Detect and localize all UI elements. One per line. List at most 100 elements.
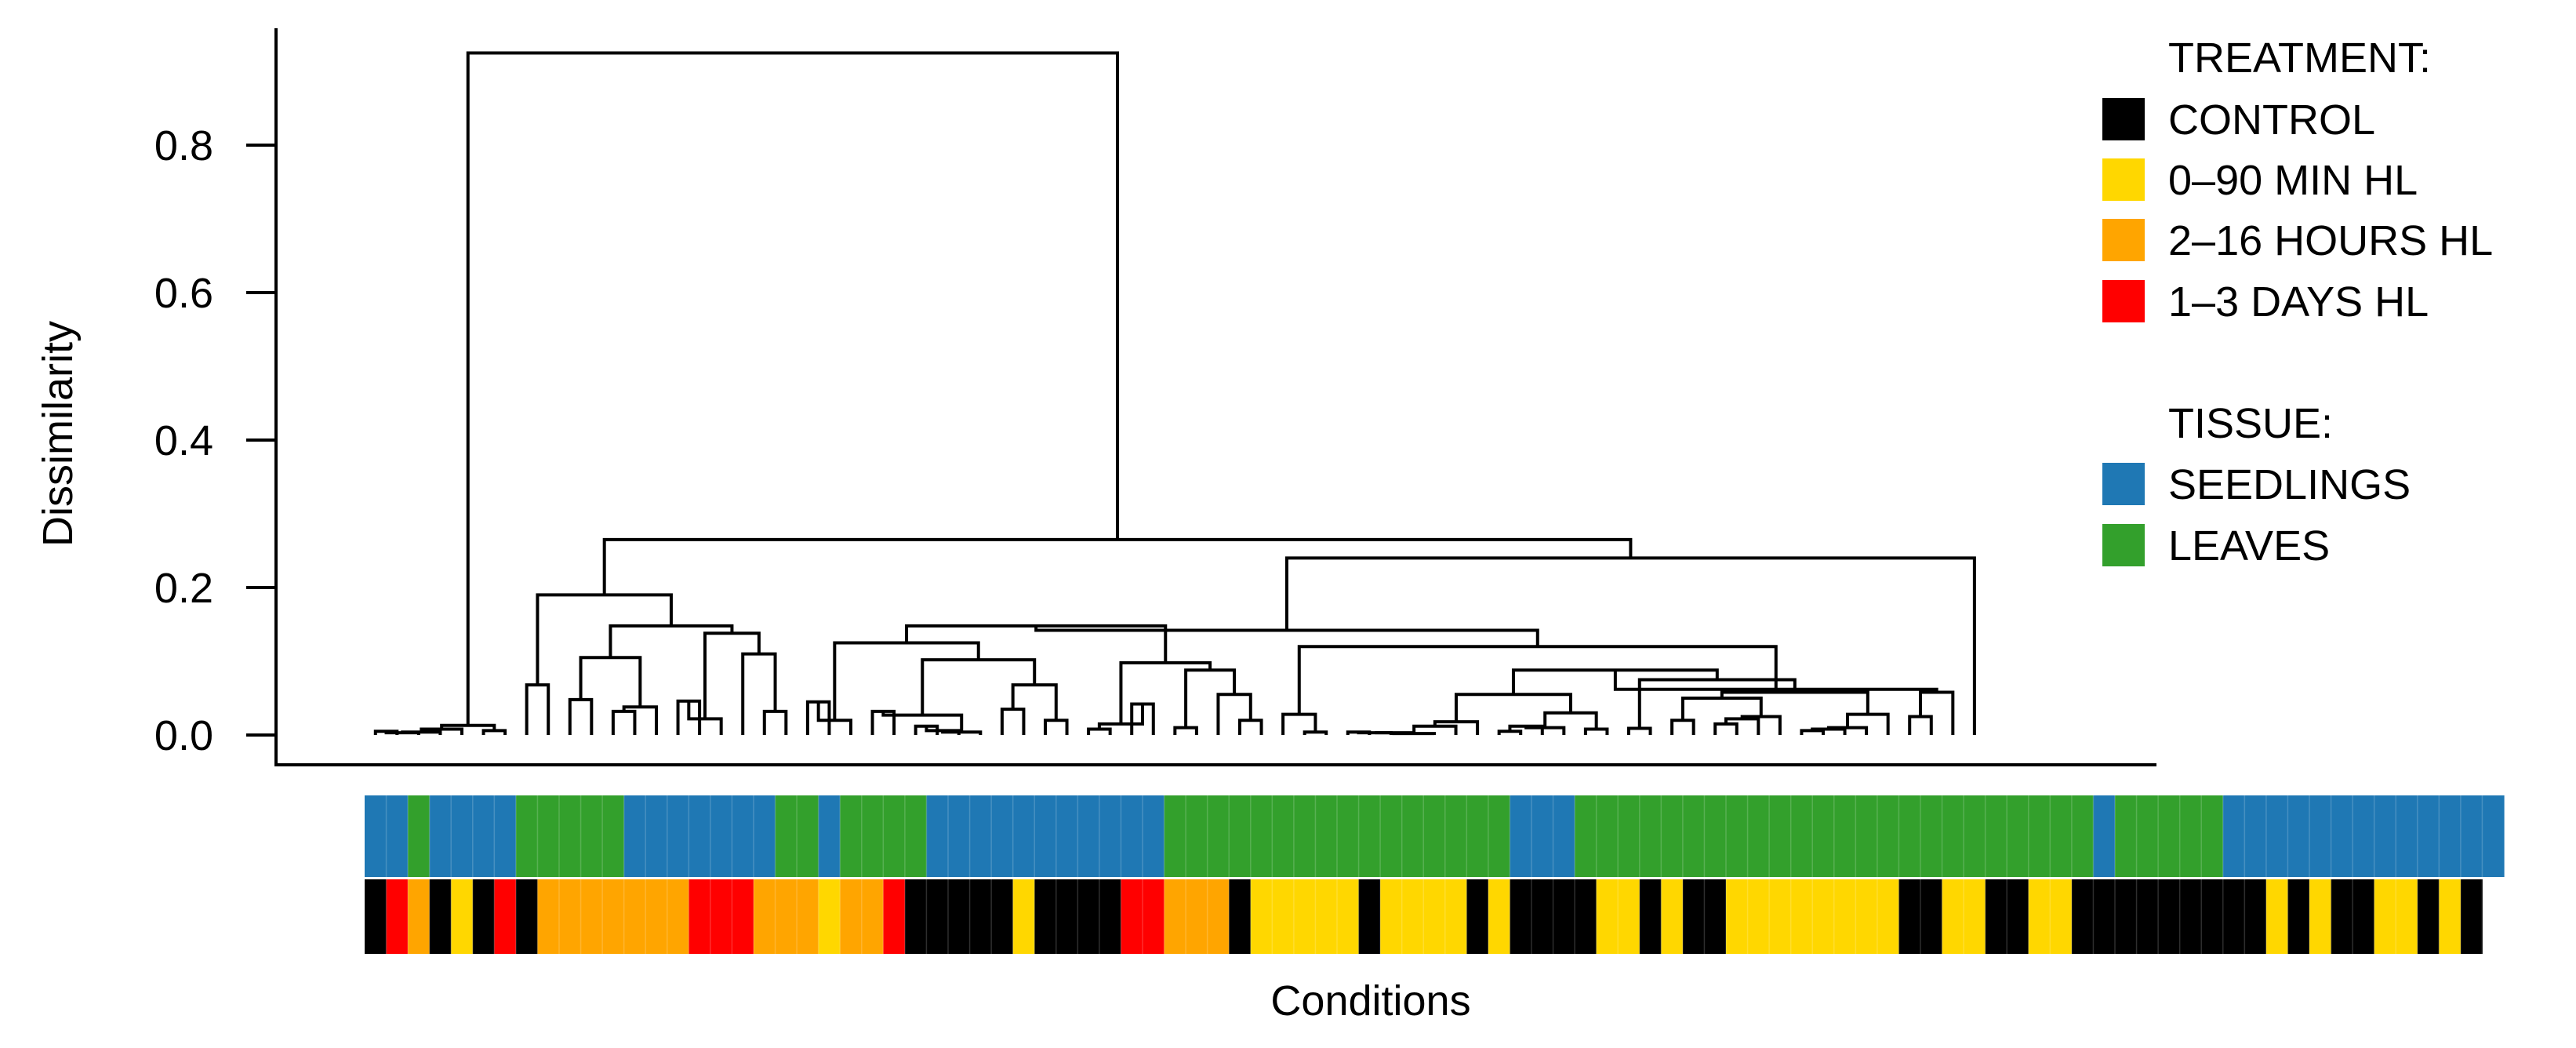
treatment-cell [494, 879, 517, 954]
treatment-cell [2353, 879, 2375, 954]
tissue-color-strip [365, 795, 2505, 877]
tissue-cell [1942, 795, 1964, 877]
treatment-cell [1488, 879, 1511, 954]
treatment-cell [1164, 879, 1186, 954]
treatment-cell [861, 879, 884, 954]
y-tick-label: 0.8 [154, 122, 213, 169]
tissue-cell [645, 795, 668, 877]
tissue-cell [797, 795, 819, 877]
tissue-cell [451, 795, 474, 877]
tissue-cell [1985, 795, 2007, 877]
tissue-cell [1855, 795, 1878, 877]
tissue-cell [883, 795, 906, 877]
tissue-cell [2115, 795, 2138, 877]
tissue-cell [2028, 795, 2051, 877]
treatment-cell [1380, 879, 1403, 954]
treatment-cell [645, 879, 668, 954]
treatment-cell [904, 879, 928, 954]
dendrogram-link [1000, 708, 1026, 735]
treatment-cell [732, 879, 754, 954]
treatment-cell [775, 879, 798, 954]
treatment-cell [408, 879, 431, 954]
treatment-cell [840, 879, 863, 954]
dendrogram-link [466, 51, 1120, 726]
tissue-cell [1055, 795, 1078, 877]
treatment-cell [1186, 879, 1208, 954]
treatment-cell [1121, 879, 1143, 954]
legend-treatment-swatch [2102, 158, 2145, 201]
tissue-cell [1077, 795, 1100, 877]
tissue-cell [2201, 795, 2224, 877]
dendrogram-link [1011, 683, 1058, 721]
treatment-cell [1034, 879, 1057, 954]
treatment-cell [2050, 879, 2073, 954]
dendrogram-link [1713, 722, 1739, 735]
treatment-cell [667, 879, 689, 954]
treatment-cell [754, 879, 776, 954]
treatment-cell [2374, 879, 2396, 954]
treatment-cell [1099, 879, 1122, 954]
tissue-cell [1315, 795, 1338, 877]
tissue-cell [2482, 795, 2505, 877]
treatment-cell [1985, 879, 2007, 954]
treatment-cell [1833, 879, 1856, 954]
legend-treatment-swatch [2102, 280, 2145, 322]
treatment-cell [2417, 879, 2440, 954]
tissue-cell [2309, 795, 2332, 877]
tissue-cell [2353, 795, 2375, 877]
legend-treatment-label: 0–90 MIN HL [2168, 157, 2418, 204]
tissue-cell [1661, 795, 1684, 877]
treatment-cell [559, 879, 582, 954]
tissue-cell [386, 795, 409, 877]
treatment-cell [1055, 879, 1078, 954]
treatment-cell [1401, 879, 1424, 954]
tissue-cell [2287, 795, 2310, 877]
treatment-cell [926, 879, 949, 954]
dendrogram-link [1720, 690, 1869, 715]
treatment-cell [2115, 879, 2138, 954]
treatment-cell [2396, 879, 2418, 954]
tissue-cell [623, 795, 646, 877]
tissue-cell [1769, 795, 1792, 877]
tissue-cell [1229, 795, 1252, 877]
tissue-cell [1575, 795, 1597, 877]
treatment-cell [1877, 879, 1900, 954]
treatment-cell [1444, 879, 1467, 954]
treatment-cell [472, 879, 495, 954]
tissue-cell [1488, 795, 1511, 877]
dendrogram-link [1087, 727, 1112, 735]
treatment-cell [1553, 879, 1575, 954]
tissue-cell [2071, 795, 2095, 877]
treatment-cell [580, 879, 603, 954]
tissue-cell [1099, 795, 1122, 877]
y-axis-label: Dissimilarity [35, 321, 82, 547]
treatment-cell [1423, 879, 1446, 954]
tissue-cell [1877, 795, 1900, 877]
tissue-cell [861, 795, 884, 877]
tissue-cell [667, 795, 689, 877]
dendrogram-link [1454, 693, 1572, 722]
treatment-cell [2136, 879, 2159, 954]
tissue-cell [1639, 795, 1662, 877]
tissue-cell [1898, 795, 1921, 877]
treatment-cell [2158, 879, 2181, 954]
treatment-cell [429, 879, 452, 954]
treatment-cell [1077, 879, 1100, 954]
dendrogram-link [525, 683, 550, 735]
treatment-cell [1812, 879, 1835, 954]
tissue-cell [472, 795, 495, 877]
tissue-cell [732, 795, 754, 877]
tissue-cell [494, 795, 517, 877]
legend-treatment-swatch [2102, 219, 2145, 261]
dendrogram-link [1173, 726, 1198, 735]
treatment-cell [1920, 879, 1943, 954]
legend-tissue-label: LEAVES [2168, 522, 2330, 569]
treatment-cell [515, 879, 539, 954]
treatment-cell [1682, 879, 1706, 954]
treatment-cell [1358, 879, 1381, 954]
dendrogram-link [609, 624, 734, 658]
treatment-cell [1596, 879, 1619, 954]
tissue-cell [1272, 795, 1295, 877]
tissue-cell [559, 795, 582, 877]
